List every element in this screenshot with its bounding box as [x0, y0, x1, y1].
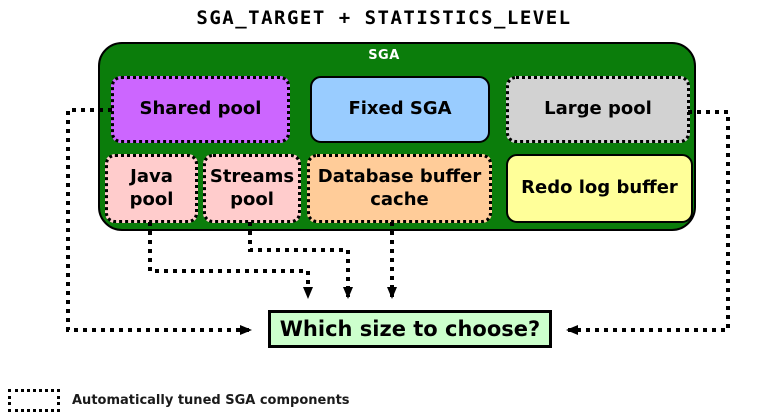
connector-java-pool-to-question	[148, 222, 313, 299]
legend-label: Automatically tuned SGA components	[72, 393, 350, 408]
component-fixed-sga: Fixed SGA	[310, 76, 490, 143]
connector-streams-pool-to-question	[248, 222, 353, 299]
component-shared-pool: Shared pool	[111, 76, 290, 143]
diagram-title: SGA_TARGET + STATISTICS_LEVEL	[196, 7, 572, 29]
question-box: Which size to choose?	[268, 310, 552, 348]
component-database-buffer-cache: Database buffer cache	[307, 154, 492, 223]
sga-container-label: SGA	[368, 48, 400, 63]
auto-tuned-legend-icon	[8, 389, 60, 412]
component-redo-log-buffer: Redo log buffer	[506, 154, 693, 223]
component-large-pool: Large pool	[506, 76, 690, 143]
component-streams-pool: Streams pool	[203, 154, 301, 223]
legend: Automatically tuned SGA components	[8, 389, 350, 412]
component-java-pool: Java pool	[105, 154, 198, 223]
